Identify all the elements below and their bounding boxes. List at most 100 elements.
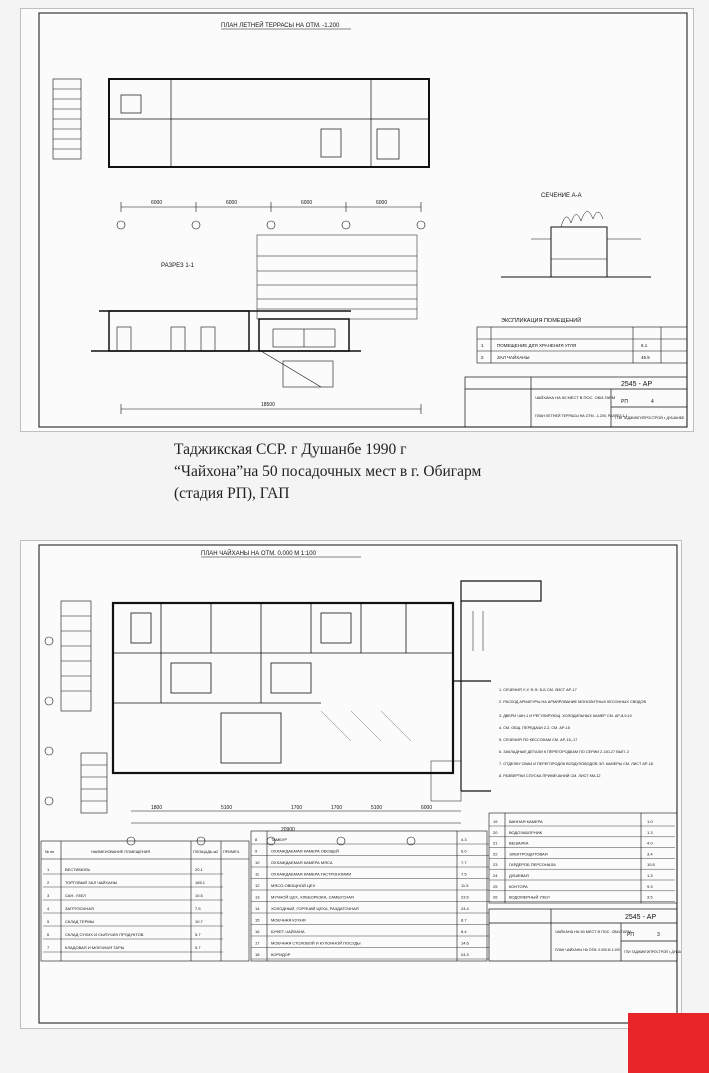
room-name: ОХЛАЖДАЕМАЯ КАМЕРА ОВОЩЕЙ: [271, 849, 339, 854]
stamp-stage: РП: [621, 399, 628, 405]
stamp-number: 2545 - АР: [621, 381, 652, 388]
plan-title: ПЛАН ЧАЙХАНЫ НА ОТМ. 0.000 М 1:100: [201, 549, 317, 557]
room-number: 3: [47, 893, 50, 898]
room-name: ГАРДЕРОБ ПЕРСОНАЛА: [509, 862, 556, 867]
dimension-label: 6000: [151, 200, 162, 206]
room-table-header: ПЛОЩАДЬ м2: [193, 850, 218, 854]
room-number: 17: [255, 941, 260, 946]
room-area: 5.7: [195, 945, 201, 950]
room-number: 2: [47, 880, 50, 885]
stamp-org: ГПИ ТАДЖИКГИПРОСТРОЙ г. ДУШАНБЕ: [624, 950, 681, 954]
room-name: БУФЕТ-ЧАЙХАНА: [271, 929, 305, 934]
room-name: МУЧНОЙ ЦЕХ, ХЛЕБОРЕЗКА, САМБУСНАЯ: [271, 895, 354, 900]
room-name: ТАМБУР: [271, 837, 287, 842]
room-name: ВАННАЯ КАМЕРА: [509, 819, 543, 824]
room-area: 9.3: [647, 884, 653, 889]
room-area: 4.0: [647, 841, 653, 846]
room-number: 16: [255, 929, 260, 934]
note-line: 2. РАСХОД АРМАТУРЫ НА АРМИРОВАНИЕ МОНОЛИ…: [499, 700, 646, 704]
room-number: 4: [47, 906, 50, 911]
room-number: 12: [255, 883, 260, 888]
room-area: 24.3: [461, 952, 470, 957]
room-number: 15: [255, 918, 260, 923]
room-area: 11.5: [461, 883, 469, 888]
room-number: 18: [255, 952, 260, 957]
room-number: 11: [255, 872, 260, 877]
room-number: 1: [47, 867, 50, 872]
stamp-stage: РП: [627, 932, 634, 938]
room-area: 4.3: [461, 837, 467, 842]
dimension-label: 5100: [221, 805, 232, 811]
note-line: 7. ОТДЕЛКУ СВАИ И ПЕРЕГОРОДОК ВОЗДУХОВОД…: [499, 762, 653, 766]
room-name: ВОДОЗАБОРНИК: [509, 830, 543, 835]
room-table-header: № пп: [45, 850, 54, 854]
room-name: ВЕСТИБЮЛЬ: [65, 867, 91, 872]
room-name: ВЕШАЛКА: [509, 841, 529, 846]
room-number: 13: [255, 895, 260, 900]
room-number: 26: [493, 895, 498, 900]
dimension-label: 6000: [301, 200, 312, 206]
dimension-label: 6000: [226, 200, 237, 206]
room-number: 24: [493, 873, 498, 878]
room-area: 10.5: [647, 862, 656, 867]
note-line: 5. СЕЧЕНИЯ ПО КЕССОНАМ СМ. АР-15,-17: [499, 738, 577, 742]
caption-line-1: Таджикская ССР. г Душанбе 1990 г: [174, 441, 407, 458]
room-name: ОХЛАЖДАЕМАЯ КАМЕРА МЯСА: [271, 860, 333, 865]
room-name: МОЕЧНАЯ КУХНЯ: [271, 918, 306, 923]
room-area: 20.1: [195, 867, 204, 872]
dimension-label: 6000: [421, 805, 432, 811]
room-name: ДУШЕВАЯ: [509, 873, 529, 878]
explication-row-area: 6.1: [641, 343, 648, 348]
explication-row-name: ЗАЛ ЧАЙХАНЫ: [497, 353, 530, 360]
room-name: МОЕЧНАЯ СТОЛОВОЙ И КУХОННОЙ ПОСУДЫ: [271, 941, 361, 946]
dimension-label: 1800: [151, 805, 162, 811]
explication-row-name: ПОМЕЩЕНИЕ ДЛЯ ХРАНЕНИЯ УГЛЯ: [497, 343, 576, 348]
stamp-sheet-title: ПЛАН ЛЕТНЕЙ ТЕРРАСЫ НА ОТМ. -1.200, РАЗР…: [535, 414, 628, 418]
room-number: 10: [255, 860, 260, 865]
dimension-label: 1700: [291, 805, 302, 811]
room-table-header: НАИМЕНОВАНИЕ ПОМЕЩЕНИЯ: [91, 850, 150, 854]
room-number: 14: [255, 906, 260, 911]
stamp-number: 2545 - АР: [625, 914, 656, 921]
room-area: 165.1: [195, 880, 206, 885]
room-name: СКЛАД ТЕРМЫ: [65, 919, 95, 924]
section-aa-title: СЕЧЕНИЕ А-А: [541, 193, 582, 199]
terrace-drawing: ПЛАН ЛЕТНЕЙ ТЕРРАСЫ НА ОТМ. -1.200: [38, 12, 688, 428]
room-name: КОНТОРА: [509, 884, 528, 889]
room-name: ОХЛАЖДАЕМАЯ КАМЕРА ГАСТРОНОМИИ: [271, 872, 351, 877]
room-area: 5.7: [195, 932, 201, 937]
room-table-header: ПРИМЕЧ.: [223, 850, 240, 854]
room-area: 1.3: [647, 873, 653, 878]
room-name: СКЛАД СУХИХ И СЫПУЧИХ ПРОДУКТОВ: [65, 932, 144, 937]
room-number: 6: [47, 932, 50, 937]
room-number: 19: [493, 819, 498, 824]
room-area: 8.4: [461, 929, 467, 934]
note-line: 6. ЗАКЛАДНЫЕ ДЕТАЛИ К ПЕРЕГОРОДКАМ ПО СЕ…: [499, 750, 629, 754]
stamp-sheet: 3: [657, 932, 660, 938]
note-line: 8. РАЗВЕРТКИ СПУСКА ПРИМЕЧАНИЙ СМ. ЛИСТ …: [499, 774, 601, 778]
room-number: 21: [493, 841, 498, 846]
floor-plan-drawing: ПЛАН ЧАЙХАНЫ НА ОТМ. 0.000 М 1:100: [38, 544, 681, 1024]
stamp-project: ЧАЙХАНА НА 50 МЕСТ В ПОС. ОБИ-ГАРМ: [555, 930, 631, 934]
room-area: 24.4: [461, 906, 470, 911]
stamp-org: ГПИ ТАДЖИКГИПРОСТРОЙ г. ДУШАНБЕ: [615, 416, 685, 420]
room-name: ТОРГОВЫЙ ЗАЛ ЧАЙХАНЫ: [65, 880, 118, 885]
note-line: 3. ДВЕРИ ЧАН-1 И РЕГУЛИРУЮЩ. ХОЛОДИЛЬНЫХ…: [499, 714, 632, 718]
room-area: 3.4: [647, 851, 653, 856]
room-name: ЭЛЕКТРОЩИТОВАЯ: [509, 851, 548, 856]
room-area: 7.5: [195, 906, 201, 911]
dimension-label: 18500: [261, 402, 275, 408]
room-name: ВОДОМЕРНЫЙ УЗЕЛ: [509, 895, 550, 900]
dimension-label: 5100: [371, 805, 382, 811]
caption-line-3: (стадия РП), ГАП: [174, 485, 290, 502]
room-area: 6.0: [461, 849, 467, 854]
room-area: 1.3: [647, 830, 653, 835]
note-line: 1. СЕЧЕНИЯ У-У, Ф-Ф, Б-Б СМ. ЛИСТ АР-17: [499, 688, 577, 692]
stamp-sheet: 4: [651, 399, 654, 405]
room-number: 23: [493, 862, 498, 867]
stamp-project: ЧАЙХАНА НА 50 МЕСТ В ПОС. ОБИ-ГАРМ: [535, 395, 615, 400]
explication-row-number: 1: [481, 343, 484, 348]
red-corner-block: [628, 1013, 709, 1073]
room-name: ХОЛОДНЫЙ, ГОРЯЧИЙ ЦЕХА, РАЗДАТОЧНАЯ: [271, 906, 359, 911]
room-area: 23.5: [461, 895, 470, 900]
